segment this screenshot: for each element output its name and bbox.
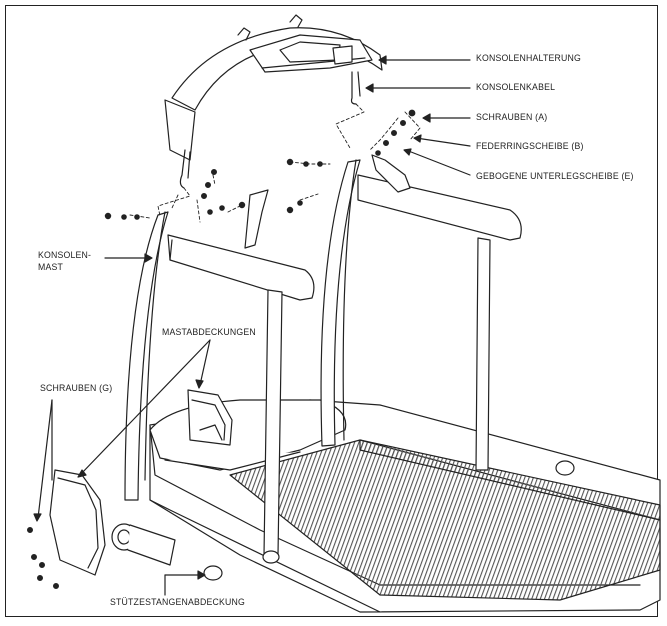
front-wheel [111,523,176,566]
console-bracket [164,14,383,161]
label-console-mast-line2: MAST [38,262,64,273]
belt-side-rail [359,439,661,521]
diagram-frame [5,5,658,617]
label-mast-covers: MASTABDECKUNGEN [162,327,256,338]
console-cables [179,71,361,189]
right-grip-lever [371,154,411,193]
left-upright-post [124,211,169,501]
label-console-mast-line1: KONSOLEN- [38,250,92,261]
label-curved-washer-e: GEBOGENE UNTERLEGSCHEIBE (E) [476,171,634,182]
support-bar-cover-caps [203,460,575,581]
label-console-bracket: KONSOLENHALTERUNG [476,53,581,64]
label-support-bar-cover: STÜTZESTANGENABDECKUNG [110,597,246,608]
label-spring-washer-b: FEDERRINGSCHEIBE (B) [476,141,584,152]
right-handrail [357,174,522,241]
mast-cover-front [49,469,106,576]
left-handrail [167,234,315,301]
right-upright-post [320,159,361,447]
label-screws-a: SCHRAUBEN (A) [476,112,548,123]
left-grip-lever [244,189,269,249]
label-screws-g: SCHRAUBEN (G) [40,383,113,394]
label-console-cable: KONSOLENKABEL [476,82,556,93]
alignment-lines [129,103,421,223]
label-arrows [33,55,471,596]
mast-cover-rear [187,389,233,446]
fasteners [27,109,416,589]
right-handrail-support [475,237,491,471]
